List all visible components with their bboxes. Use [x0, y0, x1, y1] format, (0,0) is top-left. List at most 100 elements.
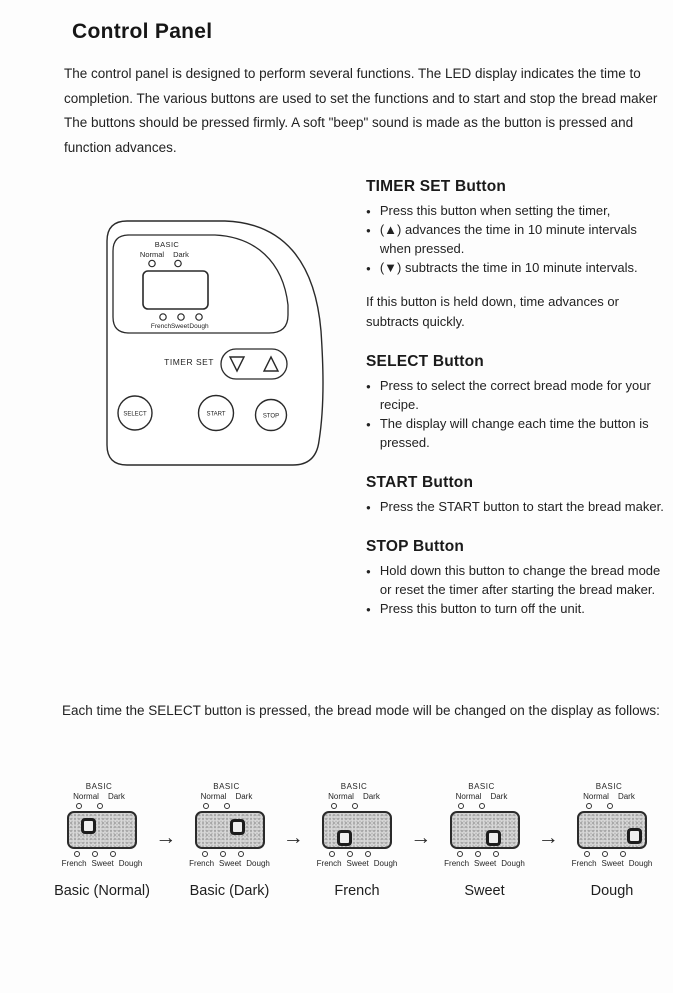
section-heading: STOP Button [366, 538, 465, 555]
bullet-icon: ● [366, 264, 371, 273]
top-leds [59, 803, 146, 809]
sweet-label: Sweet [171, 323, 189, 330]
bullet-icon: ● [366, 503, 371, 512]
top-leds [186, 803, 273, 809]
mode-display-basic-dark: BASIC Normal Dark French Sweet Dough Bas… [178, 782, 282, 899]
french-label: French [151, 323, 172, 330]
timer-up-icon [262, 355, 280, 372]
french-led [159, 313, 167, 321]
mode-caption: Dough [590, 883, 634, 899]
mode-display-french: BASIC Normal Dark French Sweet Dough Fre… [305, 782, 409, 899]
list-item: ● (▲) advances the time in 10 minute int… [366, 220, 668, 258]
led-display [194, 811, 265, 849]
button-descriptions: TIMER SET Button ● Press this button whe… [366, 178, 668, 640]
arrow-right-icon: → [282, 826, 304, 849]
bullet-icon: ● [366, 207, 371, 216]
mode-indicator-led [627, 828, 642, 844]
stop-button-label: STOP [263, 414, 279, 420]
dark-label: Dark [173, 250, 189, 259]
led-display [142, 270, 209, 310]
section-select: SELECT Button ● Press to select the corr… [366, 353, 668, 452]
arrow-right-icon: → [537, 826, 559, 849]
intro-line: The buttons should be pressed firmly. A … [64, 115, 634, 130]
basic-label: BASIC [155, 240, 180, 249]
normal-label: Normal [140, 250, 165, 259]
intro-paragraph: The control panel is designed to perform… [64, 62, 670, 160]
dough-led [195, 313, 203, 321]
list-item: ● The display will change each time the … [366, 414, 668, 452]
mode-caption: Sweet [464, 883, 505, 899]
arrow-right-icon: → [155, 826, 177, 849]
mode-indicator-led [485, 830, 501, 846]
start-button [197, 394, 235, 432]
bottom-leds [188, 851, 272, 857]
top-leds [569, 803, 656, 809]
section-heading: TIMER SET Button [366, 178, 507, 195]
list-item: ● Press the START button to start the br… [366, 497, 668, 516]
mode-indicator-led [81, 818, 96, 834]
select-button [117, 395, 153, 431]
bottom-leds [315, 851, 399, 857]
control-panel-diagram: BASIC Normal Dark French Sweet Dough TIM… [106, 220, 324, 466]
basic-label: BASIC [213, 782, 240, 791]
dark-led [174, 259, 182, 268]
normal-dark-labels: Normal Dark [200, 792, 253, 801]
intro-line: function advances. [64, 139, 177, 155]
page-title: Control Panel [72, 20, 213, 43]
french-sweet-dough-labels: French Sweet Dough [189, 859, 270, 868]
bullet-icon: ● [366, 567, 371, 576]
mode-caption: French [334, 883, 380, 899]
french-sweet-dough-labels: French Sweet Dough [444, 859, 525, 868]
led-display [449, 811, 520, 849]
section-timer-set: TIMER SET Button ● Press this button whe… [366, 178, 668, 331]
bottom-leds [570, 851, 654, 857]
mode-indicator-led [229, 819, 245, 835]
start-button-label: START [206, 412, 225, 418]
mode-sequence: BASIC Normal Dark French Sweet Dough Bas… [50, 782, 664, 899]
mode-indicator-led [337, 830, 352, 846]
stop-button [254, 398, 288, 432]
top-leds [441, 803, 528, 809]
dough-label: Dough [189, 323, 209, 330]
bottom-leds [443, 851, 527, 857]
bullet-icon: ● [366, 420, 371, 429]
basic-label: BASIC [595, 782, 623, 791]
section-start: START Button ● Press the START button to… [366, 474, 668, 516]
led-display [322, 811, 392, 849]
led-display [67, 811, 137, 849]
mode-display-sweet: BASIC Normal Dark French Sweet Dough Swe… [433, 782, 537, 899]
french-sweet-dough-labels: French Sweet Dough [571, 859, 653, 868]
list-item: ● (▼) subtracts the time in 10 minute in… [366, 258, 668, 277]
list-item: ● Press to select the correct bread mode… [366, 376, 668, 414]
bottom-leds [60, 851, 144, 857]
timer-set-label: TIMER SET [164, 357, 214, 367]
list-item: ● Press this button when setting the tim… [366, 201, 668, 220]
top-leds [314, 803, 401, 809]
mode-caption: Basic (Normal) [54, 883, 150, 899]
bullet-icon: ● [366, 605, 371, 614]
basic-label: BASIC [340, 782, 368, 791]
list-item: ● Press this button to turn off the unit… [366, 599, 668, 618]
bullet-icon: ● [366, 226, 371, 235]
bullet-icon: ● [366, 382, 371, 391]
mode-caption: Basic (Dark) [189, 883, 270, 899]
select-sequence-note: Each time the SELECT button is pressed, … [62, 703, 660, 718]
normal-dark-labels: Normal Dark [455, 792, 508, 801]
intro-line: completion. The various buttons are used… [64, 90, 658, 106]
normal-dark-labels: Normal Dark [583, 792, 635, 801]
led-display [577, 811, 647, 849]
timer-down-icon [228, 356, 246, 373]
french-sweet-dough-labels: French Sweet Dough [61, 859, 143, 868]
mode-display-basic-normal: BASIC Normal Dark French Sweet Dough Bas… [50, 782, 154, 899]
normal-dark-labels: Normal Dark [328, 792, 380, 801]
timer-note: If this button is held down, time advanc… [366, 294, 619, 329]
normal-dark-labels: Normal Dark [73, 792, 125, 801]
intro-line: The control panel is designed to perform… [64, 66, 641, 81]
section-stop: STOP Button ● Hold down this button to c… [366, 538, 668, 618]
section-heading: SELECT Button [366, 353, 484, 370]
select-button-label: SELECT [123, 412, 147, 418]
normal-led [148, 259, 156, 268]
list-item: ● Hold down this button to change the br… [366, 561, 668, 599]
mode-display-dough: BASIC Normal Dark French Sweet Dough Dou… [560, 782, 664, 899]
